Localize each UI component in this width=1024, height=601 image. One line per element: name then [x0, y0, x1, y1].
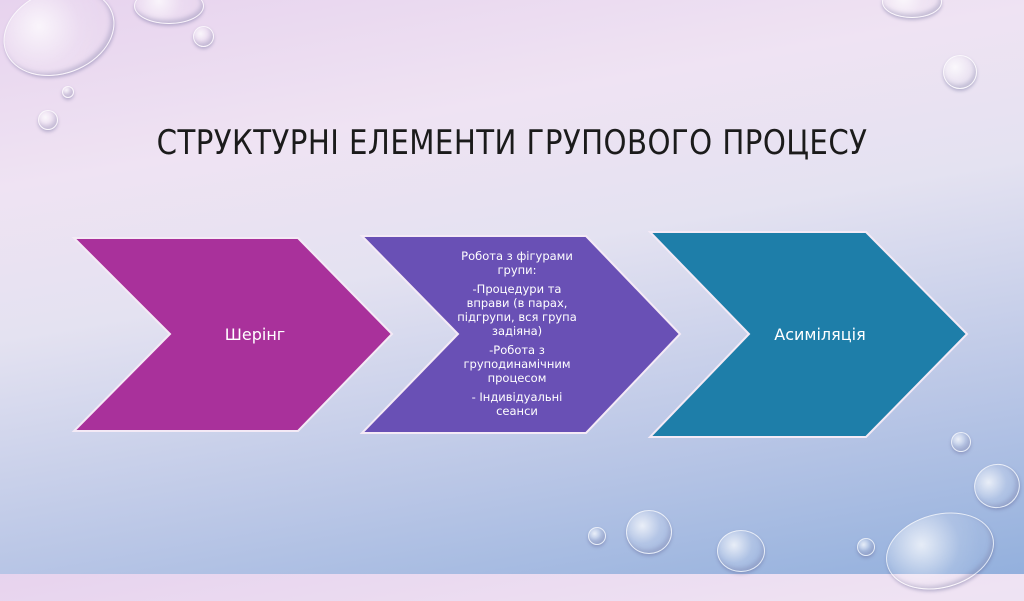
chevron-step-3 [647, 231, 969, 438]
water-drop-decoration [943, 55, 977, 89]
step-3-text: Асиміляція [774, 324, 866, 344]
chevron-step-1 [71, 237, 394, 432]
water-drop-decoration [193, 26, 214, 47]
step-2-label: Робота з фігурами групи: -Процедури та в… [452, 236, 582, 436]
water-drop-decoration [38, 110, 58, 130]
water-drop-decoration [588, 527, 606, 545]
chevron-process-diagram [71, 231, 969, 438]
slide-title: СТРУКТУРНІ ЕЛЕМЕНТИ ГРУПОВОГО ПРОЦЕСУ [156, 122, 868, 163]
water-drop-decoration [857, 538, 875, 556]
step-2-line-2: -Процедури та вправи (в парах, підгрупи,… [457, 282, 577, 338]
water-drop-decoration [951, 432, 971, 452]
step-2-line-4: - Індивідуальні сеанси [471, 390, 563, 418]
water-drop-decoration [62, 86, 74, 98]
step-2-line-3: -Робота з груподинамічним процесом [463, 343, 571, 385]
step-1-label: Шерінг [170, 310, 340, 358]
chevron-step-2 [359, 235, 682, 434]
step-3-label: Асиміляція [740, 310, 900, 358]
water-drop-decoration [717, 530, 765, 572]
step-1-text: Шерінг [224, 324, 286, 344]
step-2-line-1: Робота з фігурами групи: [461, 249, 573, 277]
water-drop-decoration [626, 510, 672, 554]
